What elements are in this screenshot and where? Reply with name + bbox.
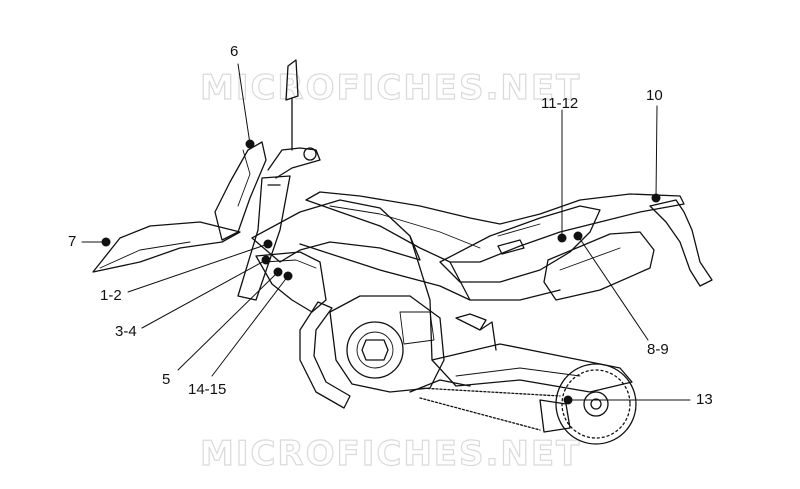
radiator-shroud [255,251,327,313]
callout-1-2: 1-2 [100,287,122,304]
callout-7: 7 [68,233,77,250]
leader-1-2 [127,243,269,293]
muffler [543,231,655,301]
seat [305,191,685,263]
tail-light [649,199,713,287]
side-panel [251,199,421,263]
chain-slider [539,399,571,433]
engine-cover [346,321,404,379]
front-fork [237,175,291,301]
front-fender [92,221,241,273]
callout-5: 5 [162,371,171,388]
engine [329,295,445,393]
mirror [285,59,299,101]
exhaust-header [299,301,351,409]
callout-14-15: 14-15 [188,381,227,398]
callout-13: 13 [696,391,713,408]
leader-6 [237,63,251,145]
handlebar [267,147,321,179]
swingarm [431,343,633,393]
leader-10 [655,105,658,199]
leader-8-9 [577,235,649,341]
callout-8-9: 8-9 [647,341,669,358]
number-plate-panel [214,141,267,241]
watermark-bottom: MICROFICHES.NET [199,433,582,474]
callout-6: 6 [230,43,239,60]
leader-5 [177,271,279,371]
callout-10: 10 [646,87,663,104]
callout-11-12: 11-12 [541,95,579,112]
chain-line [419,387,561,431]
frame [299,243,561,301]
callout-3-4: 3-4 [115,323,137,340]
rear-side-cover [439,205,601,283]
watermark-top: MICROFICHES.NET [199,67,582,108]
leader-14-15 [211,275,289,377]
leader-3-4 [141,259,267,329]
rear-sprocket [555,363,637,445]
